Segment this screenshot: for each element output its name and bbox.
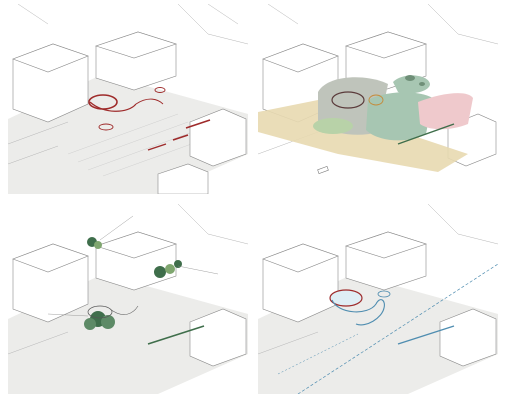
panel-red-pathways-drawing: [8, 4, 248, 194]
context-buildings: [8, 4, 248, 194]
panel-blue-water: [258, 204, 498, 394]
panel-blue-water-drawing: [258, 204, 498, 394]
tree-clusters: [47, 215, 219, 345]
panel-color-zones: [258, 4, 498, 194]
panel-color-zones-drawing: [258, 4, 498, 174]
context-buildings: [258, 204, 498, 367]
panel-green-trees: [8, 204, 248, 394]
panel-red-pathways: [8, 4, 248, 194]
context-buildings: [8, 204, 248, 367]
red-pathway-elements: [88, 87, 211, 151]
zone-fills: [258, 75, 473, 174]
panel-green-trees-drawing: [8, 204, 248, 394]
water-elements: [277, 263, 498, 394]
